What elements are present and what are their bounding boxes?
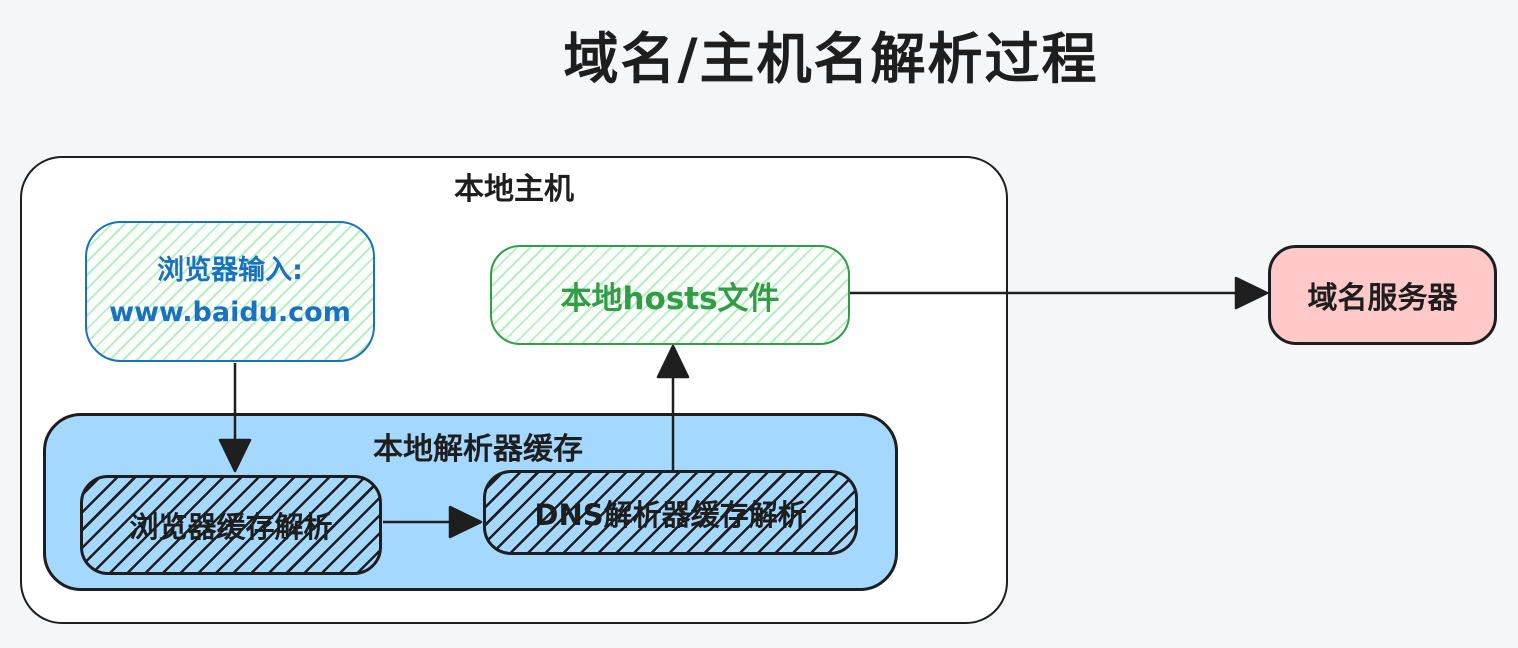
dns-resolver-cache-node: DNS解析器缓存解析 <box>483 470 858 555</box>
browser-input-label-line2: www.baidu.com <box>109 296 351 328</box>
browser-input-node: 浏览器输入: www.baidu.com <box>85 221 375 362</box>
resolver-cache-label: 本地解析器缓存 <box>373 432 583 467</box>
dns-server-node: 域名服务器 <box>1268 245 1497 345</box>
browser-cache-label: 浏览器缓存解析 <box>129 510 333 544</box>
diagram-title: 域名/主机名解析过程 <box>563 27 1099 91</box>
dns-resolver-cache-label: DNS解析器缓存解析 <box>534 497 807 532</box>
hosts-file-label: 本地hosts文件 <box>560 280 780 317</box>
local-host-label: 本地主机 <box>454 172 574 207</box>
dns-server-label: 域名服务器 <box>1307 281 1458 316</box>
browser-cache-node: 浏览器缓存解析 <box>80 475 382 575</box>
hosts-file-node: 本地hosts文件 <box>490 245 850 345</box>
browser-input-label-line1: 浏览器输入: <box>157 254 303 286</box>
